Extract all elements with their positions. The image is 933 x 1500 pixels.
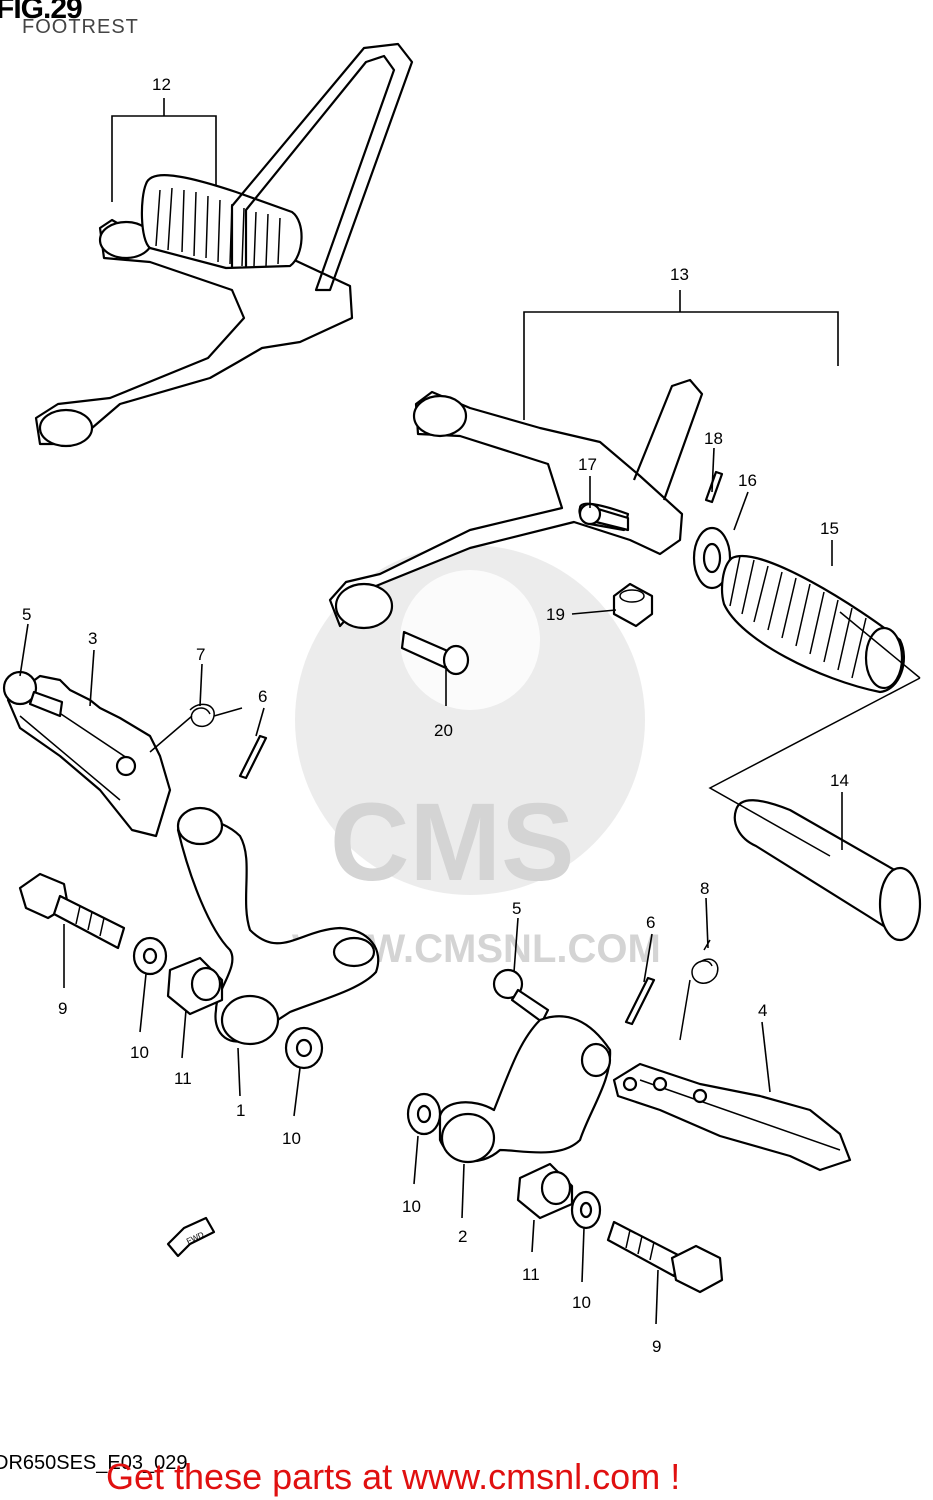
callout-10: 10 bbox=[572, 1293, 591, 1312]
callout-13: 13 bbox=[670, 265, 689, 284]
part-18-cotter-pin[interactable] bbox=[704, 470, 724, 504]
part-11-collar-left[interactable] bbox=[166, 956, 224, 1016]
part-4-footpeg[interactable] bbox=[612, 1062, 852, 1172]
fwd-arrow-icon: FWD bbox=[166, 1216, 216, 1258]
part-10-washer-right-b[interactable] bbox=[570, 1190, 602, 1230]
leader-lines bbox=[19, 98, 843, 1325]
callout-6: 6 bbox=[258, 687, 267, 706]
part-15-footrest-rubber[interactable] bbox=[721, 555, 905, 694]
part-9-bolt-left[interactable] bbox=[18, 872, 126, 950]
callout-14: 14 bbox=[830, 771, 849, 790]
part-1-footrest-bracket[interactable] bbox=[176, 806, 380, 1046]
figure-title: FIG.29 bbox=[0, 0, 83, 25]
callout-2: 2 bbox=[458, 1227, 467, 1246]
callout-10: 10 bbox=[282, 1129, 301, 1148]
callout-8: 8 bbox=[700, 879, 709, 898]
callout-17: 17 bbox=[578, 455, 597, 474]
part-8-spring[interactable] bbox=[679, 939, 719, 1041]
callout-19: 19 bbox=[546, 605, 565, 624]
part-10-washer-left-a[interactable] bbox=[132, 936, 168, 976]
part-12-footrest-bracket[interactable] bbox=[34, 42, 414, 448]
part-11-collar-right[interactable] bbox=[516, 1162, 574, 1220]
part-5-pin-right[interactable] bbox=[492, 968, 550, 1024]
callout-20: 20 bbox=[434, 721, 453, 740]
callout-7: 7 bbox=[196, 645, 205, 664]
cms-watermark: CMS WWW.CMSNL.COM bbox=[292, 545, 661, 971]
part-7-spring[interactable] bbox=[149, 703, 243, 753]
callout-18: 18 bbox=[704, 429, 723, 448]
part-20-bolt[interactable] bbox=[400, 630, 470, 676]
callout-16: 16 bbox=[738, 471, 757, 490]
part-6-cotter-pin-right[interactable] bbox=[624, 976, 656, 1026]
callout-4: 4 bbox=[758, 1001, 767, 1020]
callout-11: 11 bbox=[522, 1265, 540, 1284]
callout-5: 5 bbox=[512, 899, 521, 918]
callout-6: 6 bbox=[646, 913, 655, 932]
callout-9: 9 bbox=[58, 999, 67, 1018]
callout-12: 12 bbox=[152, 75, 171, 94]
callout-15: 15 bbox=[820, 519, 839, 538]
part-10-washer-left-b[interactable] bbox=[284, 1026, 324, 1070]
part-9-bolt-right[interactable] bbox=[606, 1220, 724, 1294]
part-19-nut[interactable] bbox=[612, 582, 654, 628]
part-16-washer[interactable] bbox=[692, 526, 732, 590]
part-17-clevis-pin[interactable] bbox=[578, 502, 630, 532]
part-3-footpeg[interactable] bbox=[6, 674, 172, 838]
callout-labels: 12 13 18 17 16 15 19 20 14 5 3 7 6 9 10 … bbox=[22, 75, 849, 1356]
callout-9: 9 bbox=[652, 1337, 661, 1356]
callout-10: 10 bbox=[402, 1197, 421, 1216]
part-2-footrest-bracket[interactable] bbox=[438, 1015, 612, 1164]
watermark-logo: CMS bbox=[330, 781, 574, 904]
part-10-washer-right-a[interactable] bbox=[406, 1092, 442, 1136]
callout-11: 11 bbox=[174, 1069, 192, 1088]
part-6-cotter-pin[interactable] bbox=[238, 734, 268, 780]
callout-10: 10 bbox=[130, 1043, 149, 1062]
footer-link[interactable]: Get these parts at www.cmsnl.com ! bbox=[106, 1456, 681, 1497]
callout-5: 5 bbox=[22, 605, 31, 624]
drawing-code: DR650SES_E03_029 bbox=[0, 1452, 188, 1474]
callout-3: 3 bbox=[88, 629, 97, 648]
callout-1: 1 bbox=[236, 1101, 245, 1120]
part-14-footrest-pin[interactable] bbox=[708, 611, 922, 942]
figure-subtitle: FOOTREST bbox=[22, 16, 139, 38]
